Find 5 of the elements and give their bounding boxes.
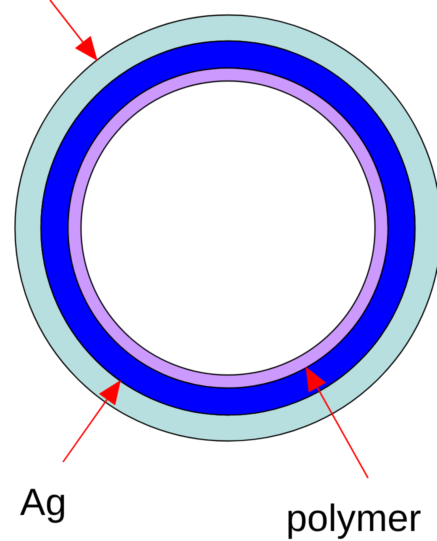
leader-arrow [62,380,121,462]
layer-label: Ag [20,484,66,522]
leader-arrow [306,366,369,478]
leader-arrow [49,0,98,61]
layer-label: polymer [286,500,422,538]
